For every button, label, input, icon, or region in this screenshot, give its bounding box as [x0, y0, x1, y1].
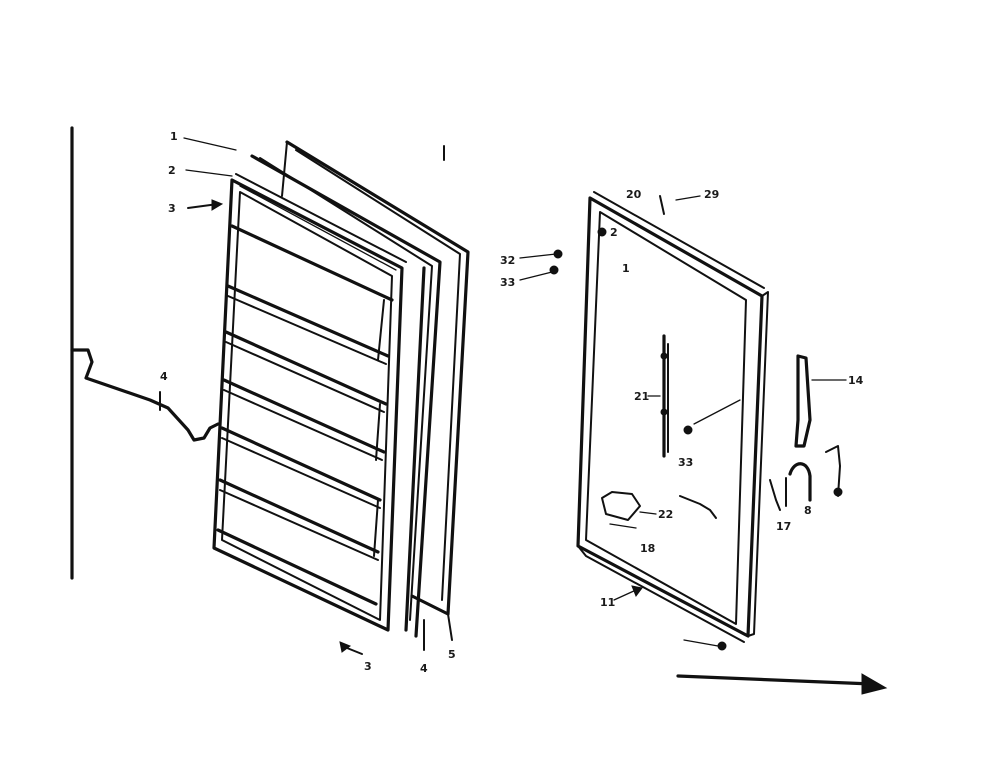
label-33-lower: 33 [678, 456, 693, 469]
label-11: 11 [600, 596, 615, 609]
hinge-strip-part [647, 334, 669, 458]
left-labels: 1 2 3 4 3 4 5 [160, 130, 456, 675]
gasket-frame-part [281, 140, 470, 641]
label-18: 18 [640, 542, 655, 555]
label-17: 17 [776, 520, 791, 533]
outer-door-shell [576, 191, 769, 643]
label-5-bottom: 5 [448, 648, 456, 661]
label-3-bottom: 3 [364, 660, 372, 673]
label-4-bottom: 4 [420, 662, 428, 675]
label-14: 14 [848, 374, 864, 387]
door-liner-part [250, 154, 442, 651]
liner-bracket-part [601, 491, 657, 529]
direction-arrow [676, 673, 888, 695]
spring-part [679, 495, 717, 519]
label-4-wire: 4 [160, 370, 168, 383]
bottom-screw-parts [613, 585, 727, 651]
label-20: 20 [626, 188, 642, 201]
bolts-parts [519, 249, 563, 281]
label-2-right: 2 [610, 226, 618, 239]
label-2: 2 [168, 164, 176, 177]
latch-parts [769, 445, 843, 511]
right-labels: 20 29 2 1 32 33 21 33 14 22 18 11 17 8 [500, 188, 864, 609]
handle-part [794, 354, 847, 448]
screw-part [683, 399, 741, 435]
left-leader-lines [183, 137, 363, 655]
label-1: 1 [170, 130, 178, 143]
label-21: 21 [634, 390, 649, 403]
label-29: 29 [704, 188, 719, 201]
label-22: 22 [658, 508, 673, 521]
label-32: 32 [500, 254, 515, 267]
top-hardware-parts [597, 195, 701, 237]
label-33: 33 [500, 276, 515, 289]
inner-door-shelf-panel [212, 173, 407, 632]
label-3: 3 [168, 202, 176, 215]
wire-rack-part [70, 348, 220, 442]
label-8: 8 [804, 504, 812, 517]
label-1-right: 1 [622, 262, 630, 275]
